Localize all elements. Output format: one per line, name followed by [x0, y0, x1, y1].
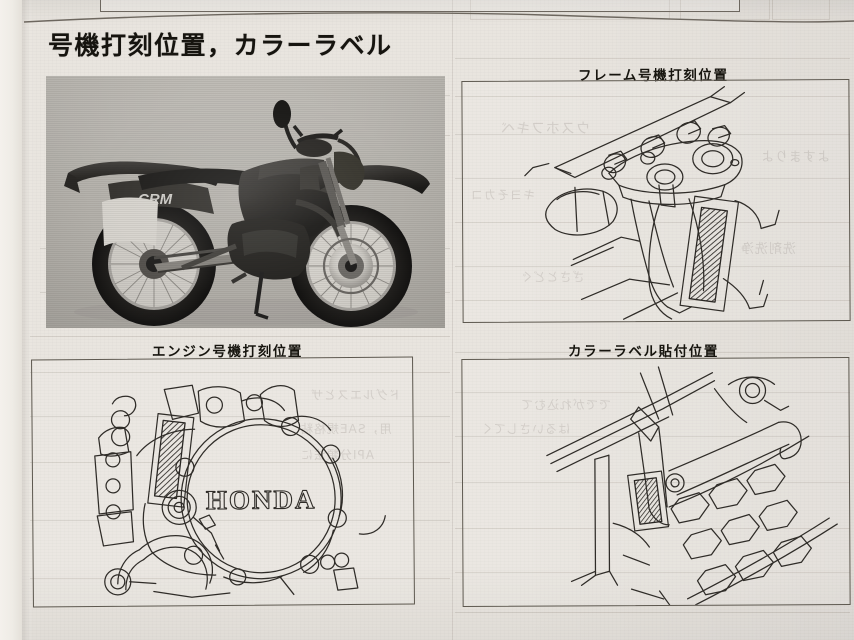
honda-cover-text: HONDA — [206, 484, 317, 515]
caption-frame-number: フレーム号機打刻位置 — [578, 68, 729, 83]
gutter-shadow — [22, 0, 30, 640]
color-label-patch — [633, 477, 663, 525]
panel-engine-number: HONDA — [31, 356, 415, 608]
motorcycle-photo: CRM — [46, 76, 445, 328]
panel-color-label — [461, 356, 851, 608]
page-title: 号機打刻位置，カラーラベル — [48, 32, 393, 60]
caption-color-label: カラーラベル貼付位置 — [568, 344, 719, 359]
motorcycle-photo-image: CRM — [46, 76, 445, 328]
caption-engine-number: エンジン号機打刻位置 — [152, 344, 303, 359]
frame-number-diagram — [524, 86, 780, 320]
page-gutter — [0, 0, 22, 640]
previous-table-remnant — [100, 0, 740, 12]
engine-number-diagram: HONDA — [94, 384, 386, 598]
front-wheel — [290, 205, 412, 327]
frame-number-pad — [688, 206, 728, 303]
panel-frame-number — [461, 78, 851, 324]
color-label-diagram — [546, 366, 838, 606]
